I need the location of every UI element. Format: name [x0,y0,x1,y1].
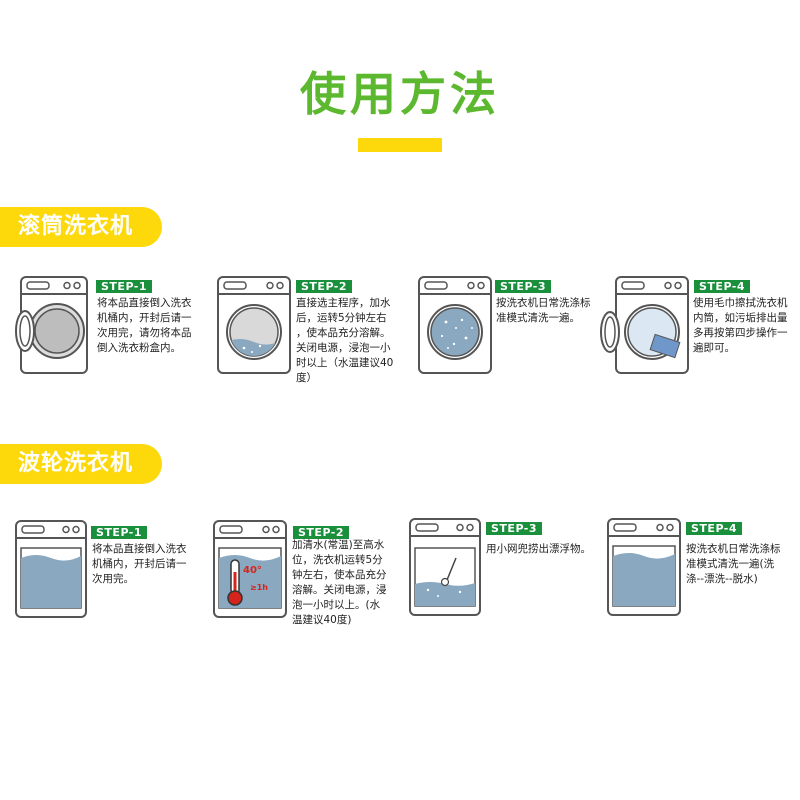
front-load-washer-wash-icon [418,276,492,374]
step-text: 使用毛巾擦拭洗衣机 内筒，如污垢排出量 多再按第四步操作一 遍即可。 [693,297,788,354]
top-load-step-2: 40° ≥1h STEP-2 加清水(常温)至高水 位，洗衣机运转5分 钟左右，… [212,520,412,630]
top-load-washer-net-icon [409,518,481,616]
step-text: 直接选主程序，加水 后，运转5分钟左右 ，使本品充分溶解。 关闭电源，浸泡一小 … [296,297,394,384]
temperature-label: 40° [243,565,262,576]
top-load-step-4: STEP-4 按洗衣机日常洗涤标 准模式清洗一遍(洗 涤--漂洗--脱水) [606,518,800,618]
section-label-front-load: 滚筒洗衣机 [0,207,162,247]
top-load-step-1: STEP-1 将本品直接倒入洗衣 机桶内，开封后请一 次用完。 [14,520,214,620]
step-badge: STEP-1 [91,526,148,539]
front-load-washer-water-icon [217,276,291,374]
front-load-washer-wipe-icon [600,276,689,374]
step-badge: STEP-2 [296,280,353,293]
step-badge: STEP-3 [486,522,543,535]
title-underline [358,138,442,152]
top-load-washer-thermometer-icon: 40° ≥1h [213,520,287,618]
top-load-washer-icon [15,520,87,618]
step-badge: STEP-4 [686,522,743,535]
step-badge: STEP-2 [293,526,350,539]
step-text: 用小网兜捞出漂浮物。 [486,543,591,555]
front-load-step-4: STEP-4 使用毛巾擦拭洗衣机 内筒，如污垢排出量 多再按第四步操作一 遍即可… [598,276,800,376]
front-load-washer-icon [15,276,88,374]
step-text: 加清水(常温)至高水 位，洗衣机运转5分 钟左右，使本品充分 溶解。关闭电源，浸… [292,539,387,626]
step-text: 按洗衣机日常洗涤标 准模式清洗一遍(洗 涤--漂洗--脱水) [686,543,781,585]
section-label-top-load: 波轮洗衣机 [0,444,162,484]
step-badge: STEP-1 [96,280,153,293]
top-load-step-3: STEP-3 用小网兜捞出漂浮物。 [408,518,608,618]
top-load-washer-full-icon [607,518,681,616]
front-load-step-2: STEP-2 直接选主程序，加水 后，运转5分钟左右 ，使本品充分溶解。 关闭电… [216,276,416,386]
step-badge: STEP-4 [694,280,751,293]
step-text: 将本品直接倒入洗衣 机桶内，开封后请一 次用完。 [92,543,187,585]
step-text: 按洗衣机日常洗涤标 准模式清洗一遍。 [496,297,591,324]
page-title: 使用方法 [300,67,500,121]
soak-time-label: ≥1h [250,583,268,592]
step-text: 将本品直接倒入洗衣 机桶内，开封后请一 次用完，请勿将本品 倒入洗衣粉盒内。 [97,297,192,354]
step-badge: STEP-3 [495,280,552,293]
front-load-step-1: STEP-1 将本品直接倒入洗衣 机桶内，开封后请一 次用完，请勿将本品 倒入洗… [15,276,215,376]
front-load-step-3: STEP-3 按洗衣机日常洗涤标 准模式清洗一遍。 [416,276,616,376]
